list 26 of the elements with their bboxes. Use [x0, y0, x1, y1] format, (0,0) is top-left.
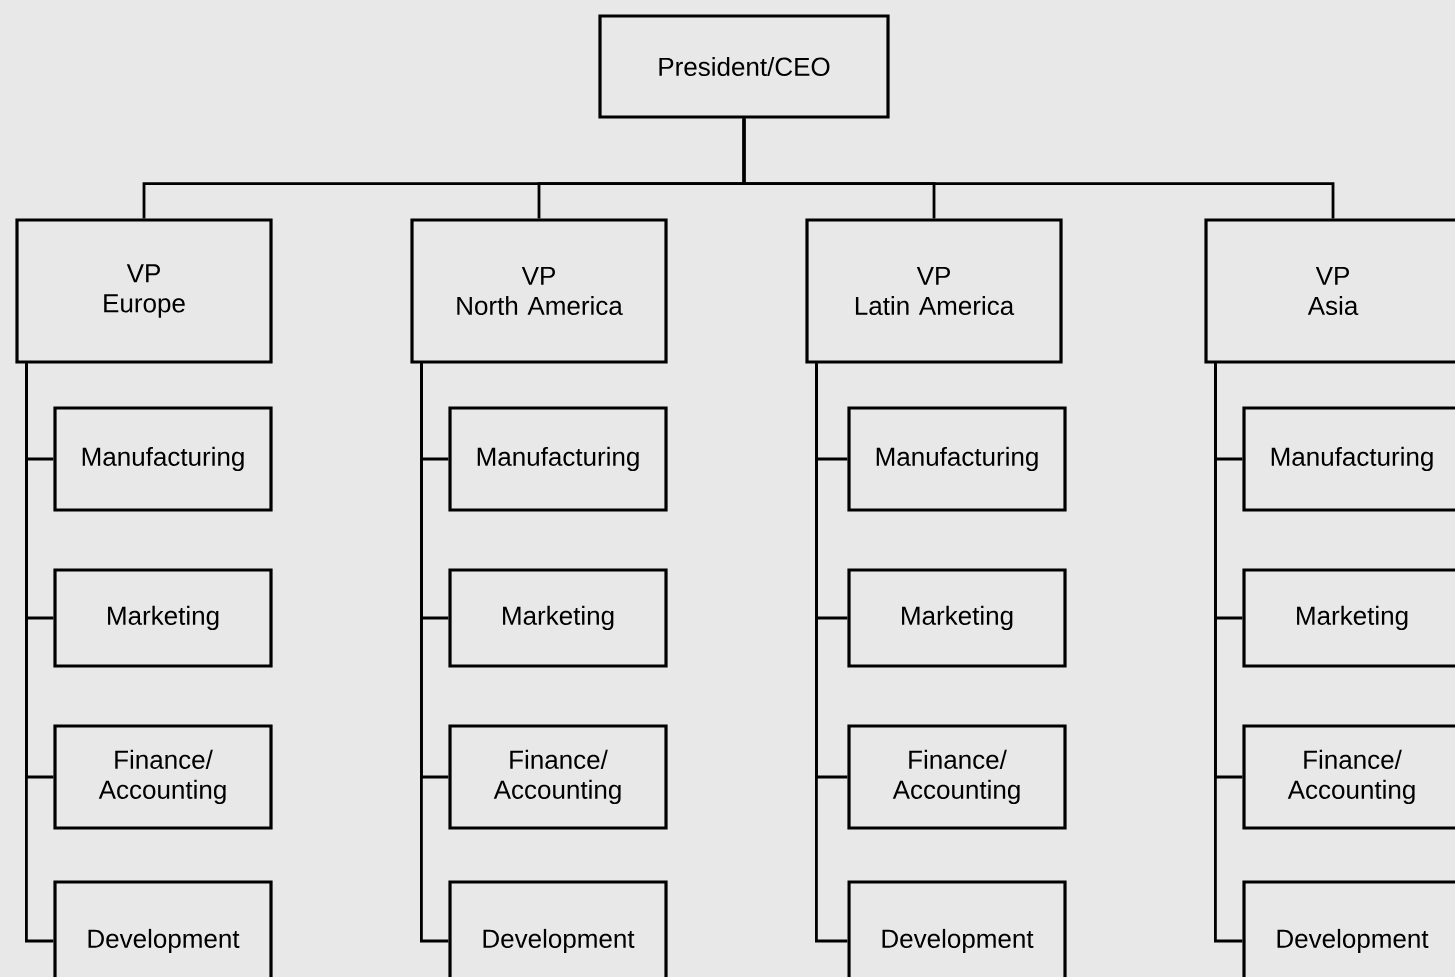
vp-box: VP Latin America [805, 218, 1063, 364]
vp-box: VP Europe [15, 218, 273, 364]
department-box: Finance/ Accounting [448, 724, 668, 830]
department-box: Manufacturing [53, 406, 273, 512]
connector-line [815, 363, 848, 943]
department-box: Manufacturing [847, 406, 1067, 512]
vp-box: VP Asia [1204, 218, 1455, 364]
department-box: Marketing [448, 568, 668, 668]
department-box: Finance/ Accounting [847, 724, 1067, 830]
department-box: Marketing [847, 568, 1067, 668]
connector-line [25, 363, 54, 943]
department-box: Manufacturing [448, 406, 668, 512]
department-box: Manufacturing [1242, 406, 1455, 512]
connector-line [1214, 363, 1243, 943]
department-box: Marketing [1242, 568, 1455, 668]
vp-box: VP North America [410, 218, 668, 364]
department-box: Marketing [53, 568, 273, 668]
executive-box: President/CEO [598, 14, 890, 119]
department-box: Development [1242, 880, 1455, 977]
department-box: Development [53, 880, 273, 977]
department-box: Finance/ Accounting [1242, 724, 1455, 830]
connector-line [420, 363, 449, 943]
department-box: Development [847, 880, 1067, 977]
department-box: Finance/ Accounting [53, 724, 273, 830]
connector-line [742, 118, 1335, 219]
department-box: Development [448, 880, 668, 977]
